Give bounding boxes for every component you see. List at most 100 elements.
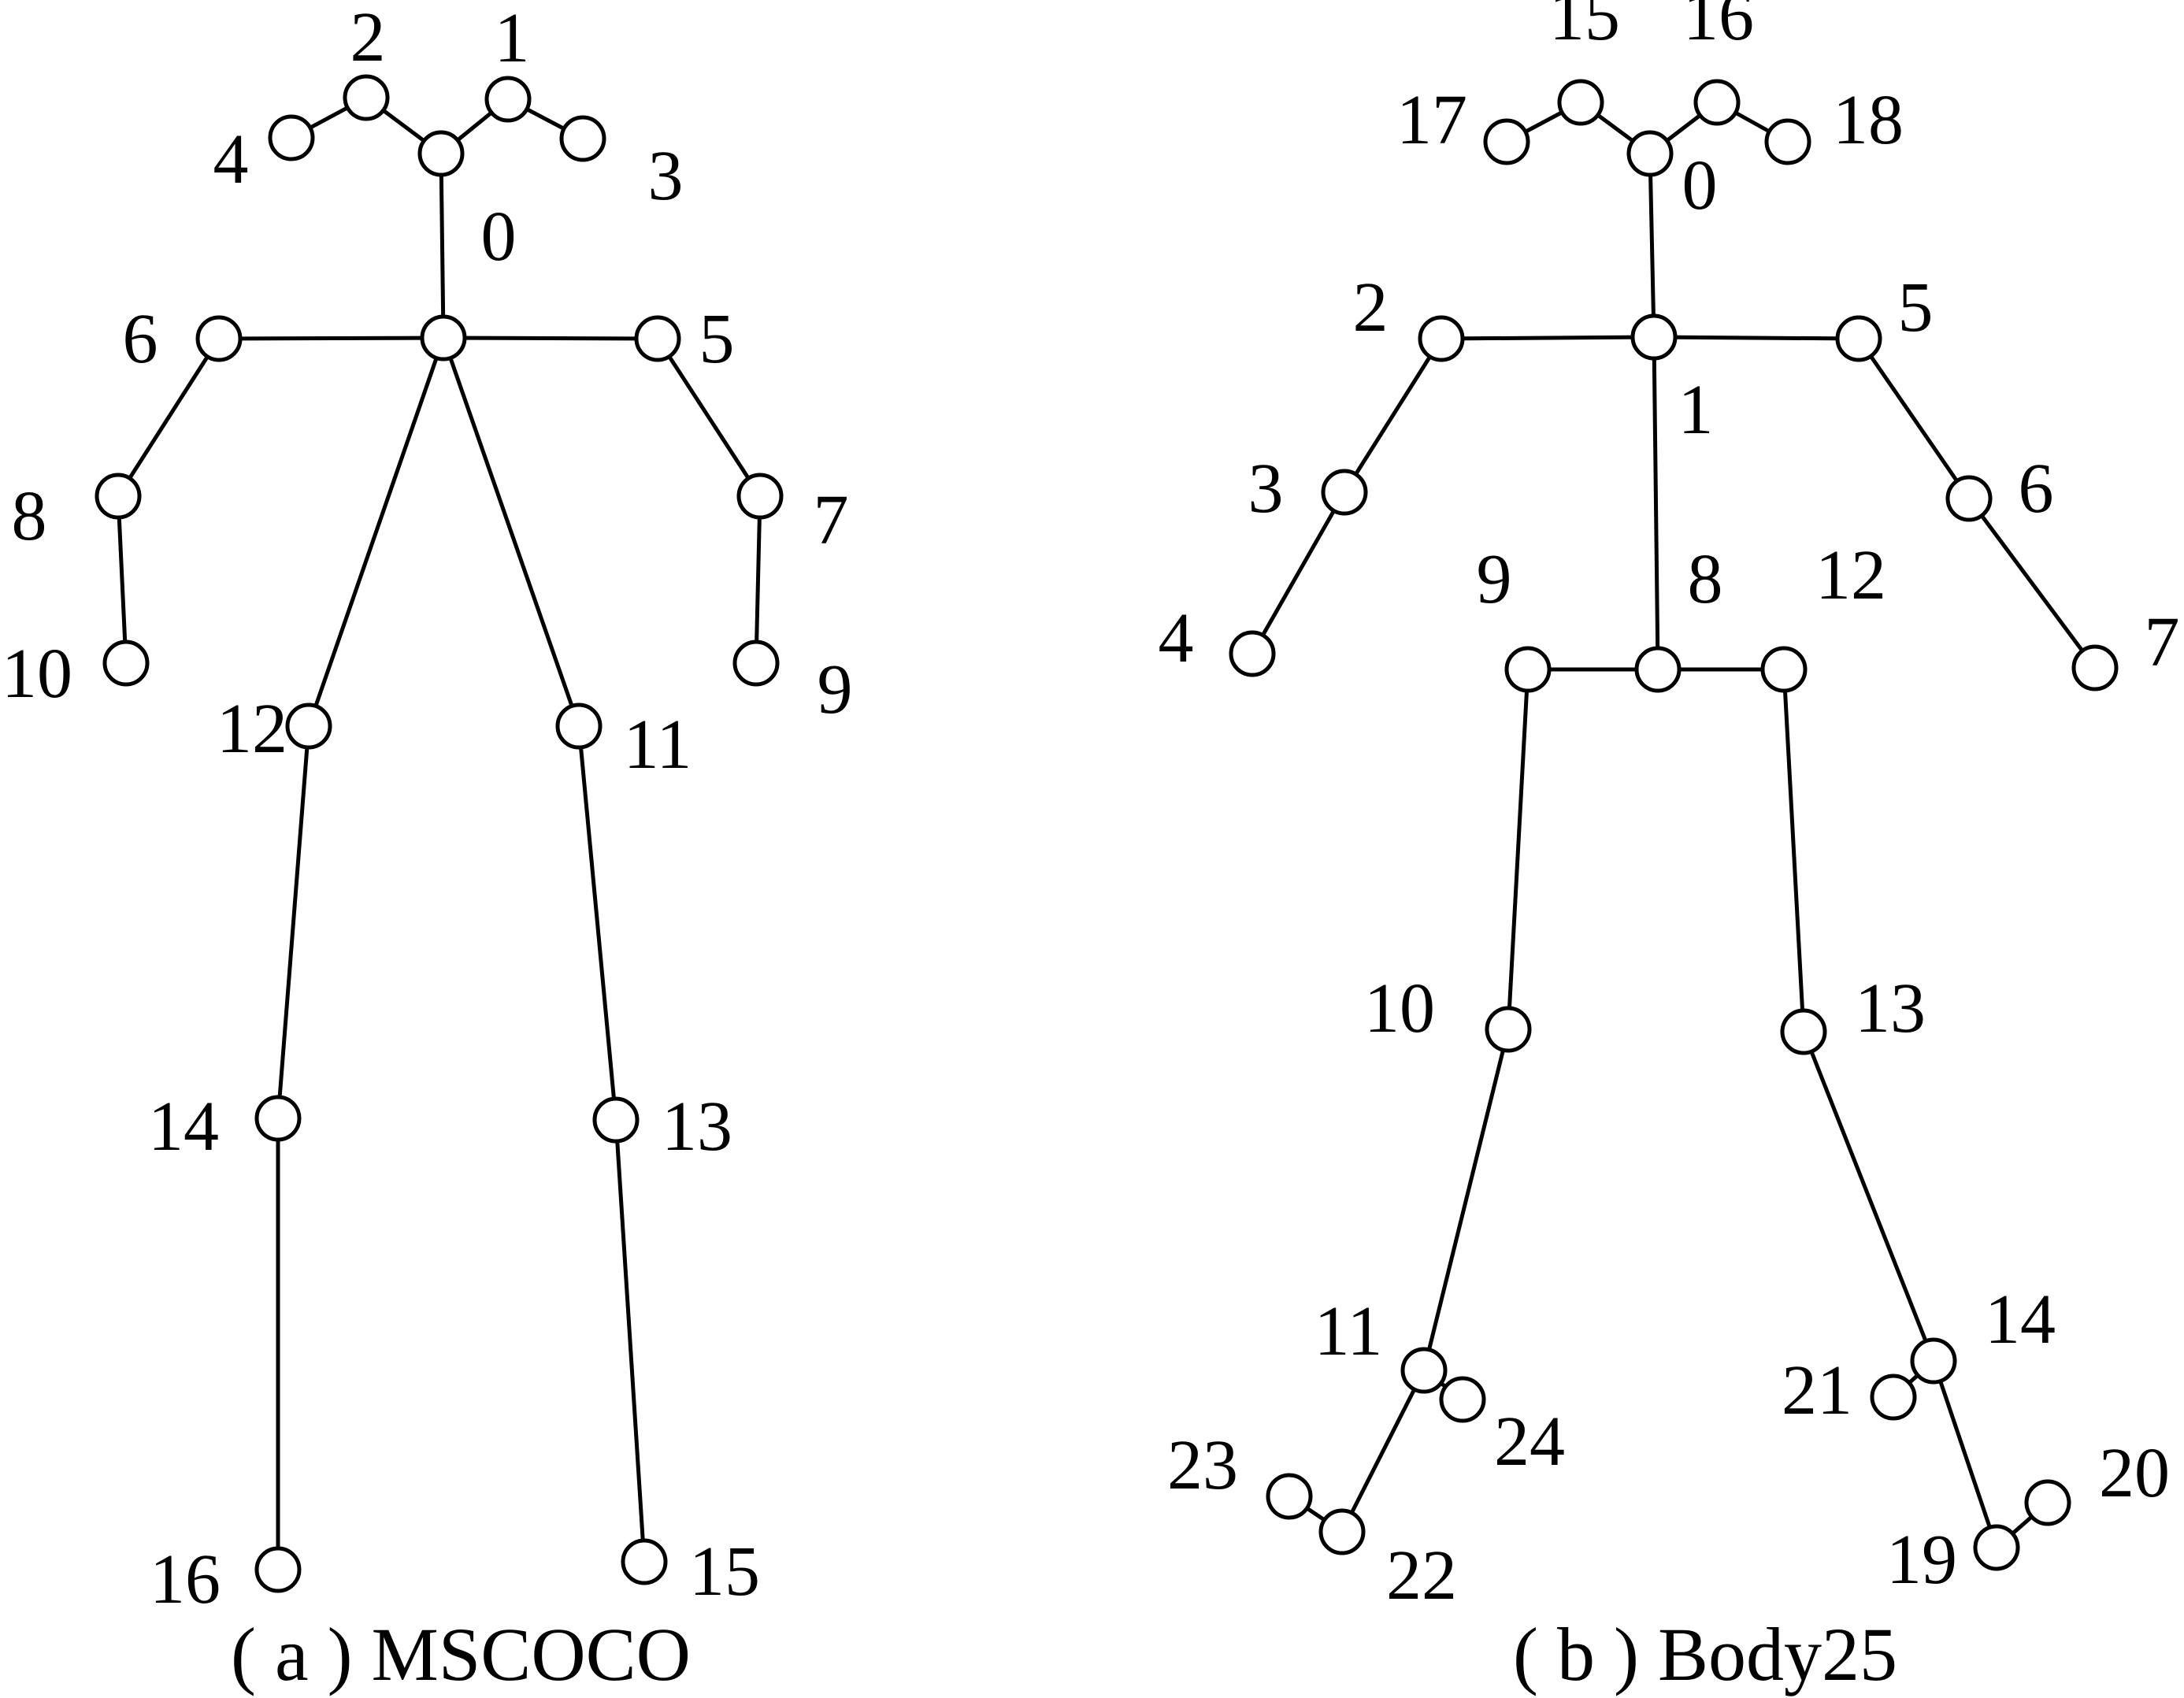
body25-joint-label-8: 8 [1688,540,1723,618]
body25-bone-1-2 [1441,335,1655,341]
mscoco-bone-17-6 [218,336,444,341]
body25-joint-18 [1764,118,1811,165]
mscoco-joint-7 [736,473,784,520]
mscoco-bones [116,95,762,1570]
body25-joint-label-4: 4 [1159,599,1194,677]
body25-joint-label-21: 21 [1782,1351,1852,1429]
body25-bone-3-4 [1250,491,1347,655]
body25-joint-label-3: 3 [1248,450,1284,528]
body25-joint-label-20: 20 [2099,1434,2170,1512]
mscoco-joint-8 [95,473,142,520]
body25-joint-21 [1870,1374,1917,1421]
body25-joint-13 [1780,1008,1827,1055]
body25-joint-label-15: 15 [1549,0,1620,55]
body25-joint-label-22: 22 [1386,1537,1457,1615]
mscoco-joint-label-10: 10 [2,635,72,713]
body25-joint-10 [1485,1006,1532,1053]
body25-joint-label-23: 23 [1167,1426,1238,1504]
mscoco-joint-15 [621,1538,668,1585]
mscoco-bone-12-14 [276,725,311,1119]
mscoco-bone-0-17 [439,153,446,339]
body25-bone-12-13 [1782,669,1806,1033]
body25-joint-0 [1626,130,1674,177]
body25-joint-17 [1483,118,1530,165]
body25-joint-5 [1835,315,1882,362]
mscoco-joint-label-8: 8 [12,477,47,555]
body25-bone-9-10 [1506,669,1530,1030]
body25-bone-5-6 [1856,337,1971,500]
mscoco-bone-17-5 [443,336,658,341]
mscoco-joint-12 [285,703,332,750]
body25-joint-label-16: 16 [1683,0,1754,55]
mscoco-bone-5-7 [655,337,762,498]
mscoco-joint-label-16: 16 [150,1540,221,1618]
mscoco-joint-10 [102,640,150,687]
mscoco-joint-11 [555,703,603,750]
body25-joint-label-2: 2 [1353,269,1389,347]
mscoco-joint-label-14: 14 [148,1088,219,1166]
body25-joint-15 [1557,79,1604,126]
mscoco-bone-7-9 [754,495,762,664]
body25-bone-6-7 [1967,497,2097,669]
mscoco-bone-17-11 [441,337,581,727]
body25-joint-12 [1760,646,1808,693]
body25-joint-label-13: 13 [1855,969,1926,1047]
mscoco-joint-label-9: 9 [818,651,853,729]
body25-joint-label-18: 18 [1833,81,1904,159]
body25-joint-22 [1318,1508,1366,1555]
body25-joint-label-17: 17 [1396,81,1467,159]
body25-bone-1-5 [1653,335,1860,341]
mscoco-joint-13 [592,1096,640,1144]
mscoco-joints [95,74,784,1593]
body25-joint-label-0: 0 [1682,146,1718,224]
body25-joint-label-7: 7 [2145,603,2180,681]
body25-joint-11 [1400,1347,1448,1394]
mscoco-joint-6 [195,315,243,362]
mscoco-bone-13-15 [614,1119,647,1563]
body25-bone-2-3 [1342,337,1444,494]
body25-joint-8 [1634,646,1682,693]
body25-joint-label-5: 5 [1898,269,1934,347]
mscoco-bone-8-10 [116,495,128,664]
mscoco-joint-2 [343,74,390,121]
mscoco-joint-3 [559,115,606,162]
mscoco-joint-9 [732,640,780,687]
body25-joint-24 [1439,1376,1486,1423]
body25-joint-label-6: 6 [2019,450,2054,528]
mscoco-joint-label-5: 5 [699,300,735,378]
mscoco-joint-14 [254,1095,302,1142]
body25-joint-label-1: 1 [1678,371,1714,449]
body25-joint-3 [1321,469,1368,516]
body25-caption: ( b ) Body25 [1513,1612,1897,1696]
body25-joint-label-24: 24 [1494,1403,1565,1481]
body25-bone-1-8 [1652,336,1660,670]
body25-joint-label-11: 11 [1314,1292,1383,1370]
body25-bone-0-1 [1648,153,1656,338]
body25-joint-7 [2071,644,2119,691]
mscoco-joint-16 [254,1546,302,1593]
mscoco-joint-label-13: 13 [662,1088,732,1166]
body25-bone-13-14 [1801,1031,1936,1362]
body25-joint-label-12: 12 [1815,536,1886,614]
mscoco-joint-label-3: 3 [648,137,684,215]
mscoco-joint-label-11: 11 [624,706,692,784]
body25-joint-9 [1504,646,1552,693]
mscoco-joint-neck [420,314,467,361]
body25-joint-2 [1418,315,1465,362]
mscoco-joint-label-4: 4 [213,120,249,198]
mscoco-joint-5 [634,315,681,362]
body25-bone-10-11 [1422,1029,1511,1371]
mscoco-joint-label-7: 7 [814,481,849,559]
mscoco-joint-1 [484,76,532,123]
body25-joint-6 [1945,475,1993,522]
body25-joint-20 [2024,1479,2071,1526]
mscoco-caption: ( a ) MSCOCO [231,1612,691,1696]
body25-joint-19 [1973,1524,2020,1571]
mscoco-joint-label-15: 15 [689,1533,760,1611]
mscoco-joint-label-6: 6 [123,300,158,378]
